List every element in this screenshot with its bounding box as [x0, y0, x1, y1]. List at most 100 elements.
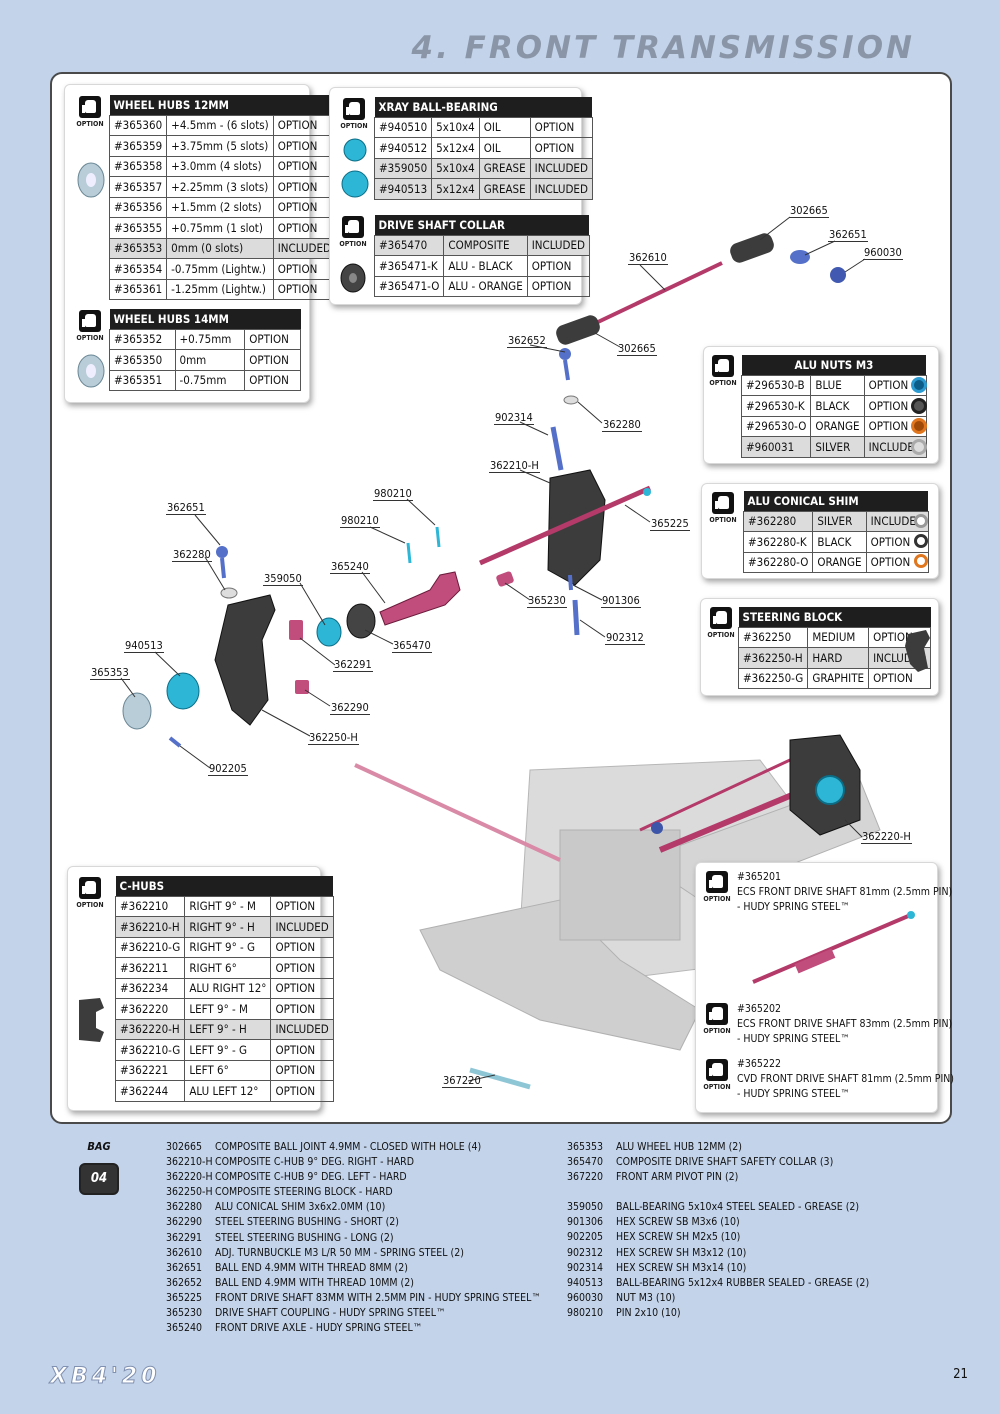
nut-black-icon [911, 398, 927, 414]
drive-shaft-icon [752, 911, 915, 984]
table-cell: GRAPHITE [807, 667, 870, 689]
table-cell: INCLUDED [526, 234, 590, 256]
table-cell: #365351 [109, 369, 176, 391]
table-cell: BLACK [812, 531, 867, 553]
legend-code: 362250-H [166, 1186, 213, 1199]
legend-description: FRONT DRIVE AXLE - HUDY SPRING STEEL™ [215, 1322, 423, 1335]
screw-901306 [568, 574, 573, 591]
nut-960030 [830, 267, 846, 283]
label-362290: 362290 [330, 701, 370, 715]
legend-code: 302665 [166, 1141, 203, 1153]
option-badge: OPTION [338, 216, 368, 248]
table-cell: #362250-G [737, 667, 809, 689]
table-cell: #362250-H [737, 647, 809, 669]
table-cell: +2.25mm (3 slots) [166, 176, 274, 198]
legend-code: 902314 [567, 1261, 604, 1274]
legend-code: 902312 [567, 1246, 604, 1259]
drive-shaft-365222: #365222 CVD FRONT DRIVE SHAFT 81mm (2.5m… [737, 1058, 954, 1100]
table-cell: OPTION [270, 1039, 334, 1061]
table-cell: OPTION [244, 328, 301, 350]
legend-code: 367220 [567, 1171, 604, 1184]
legend-code: 362280 [166, 1201, 203, 1214]
table-cell: OPTION [270, 977, 334, 999]
label-302665-b: 302665 [617, 342, 657, 356]
legend-row [567, 1185, 869, 1200]
legend-description: STEEL STEERING BUSHING - LONG (2) [215, 1231, 394, 1244]
table-cell: +0.75mm [174, 328, 246, 350]
front-drive-shaft-365225 [478, 485, 652, 566]
legend-description: ALU CONICAL SHIM 3x6x2.0MM (10) [215, 1201, 386, 1214]
legend-description: ADJ. TURNBUCKLE M3 L/R 50 MM - SPRING ST… [215, 1246, 464, 1259]
table-cell: OPTION [270, 998, 334, 1020]
wheel-hub-365353 [122, 692, 152, 730]
label-367220: 367220 [442, 1074, 482, 1088]
option-badge: OPTION [702, 871, 732, 903]
legend-description: NUT M3 (10) [616, 1291, 676, 1304]
label-902205: 902205 [208, 762, 248, 776]
table-cell: #296530-K [740, 395, 812, 417]
label-902312: 902312 [605, 631, 645, 645]
table-cell: ALU - ORANGE [443, 275, 528, 297]
table-cell: RIGHT 6° [184, 957, 272, 979]
table-cell: SILVER [810, 436, 865, 458]
legend-description: HEX SCREW SH M3x14 (10) [616, 1261, 747, 1274]
table-cell: #365471-K [373, 255, 445, 277]
table-cell: #362250 [737, 626, 809, 648]
legend-code: 365225 [166, 1291, 203, 1304]
legend-code: 365230 [166, 1307, 203, 1320]
table-cell: ORANGE [810, 415, 865, 437]
collar-icon [340, 263, 366, 293]
table-cell: #365471-O [373, 275, 445, 297]
pin-980210-a [406, 542, 412, 564]
table-title: ALU CONICAL SHIM [743, 491, 929, 511]
table-title: XRAY BALL-BEARING [374, 97, 593, 117]
table-cell: LEFT 9° - G [184, 1039, 272, 1061]
thumbs-up-icon [712, 492, 734, 514]
screw-902314 [550, 426, 564, 471]
table-cell: OPTION [272, 217, 336, 239]
legend-code: 362210-H [166, 1156, 213, 1169]
nut-blue-icon [911, 377, 927, 393]
table-cell: +1.5mm (2 slots) [166, 196, 274, 218]
table-cell: OPTION [526, 275, 590, 297]
table-row: #365355+0.75mm (1 slot)OPTION [108, 217, 336, 239]
table-cell: 5x10x4 [431, 157, 480, 179]
steering-block-icon [905, 630, 930, 672]
table-title: STEERING BLOCK [738, 607, 931, 627]
table-cell: RIGHT 9° - H [184, 916, 272, 938]
thumbs-up-icon [79, 877, 101, 899]
bag-badge: BAG 04 [75, 1140, 123, 1195]
table-cell: BLACK [810, 395, 865, 417]
legend-description: COMPOSITE BALL JOINT 4.9MM - CLOSED WITH… [215, 1141, 482, 1153]
table-cell: OPTION [272, 135, 336, 157]
legend-description: HEX SCREW SH M2x5 (10) [616, 1231, 741, 1244]
table-cell: -1.25mm (Lightw.) [166, 278, 274, 300]
table-cell: OPTION [244, 369, 301, 391]
table-row: #365361-1.25mm (Lightw.)OPTION [108, 278, 336, 300]
ball-362651-shaft [220, 557, 226, 579]
option-badge: OPTION [708, 355, 738, 387]
bearing-icon [341, 138, 369, 198]
table-cell: OPTION [244, 349, 301, 371]
bearing-right [815, 775, 845, 805]
table-cell: #362210 [114, 895, 186, 917]
